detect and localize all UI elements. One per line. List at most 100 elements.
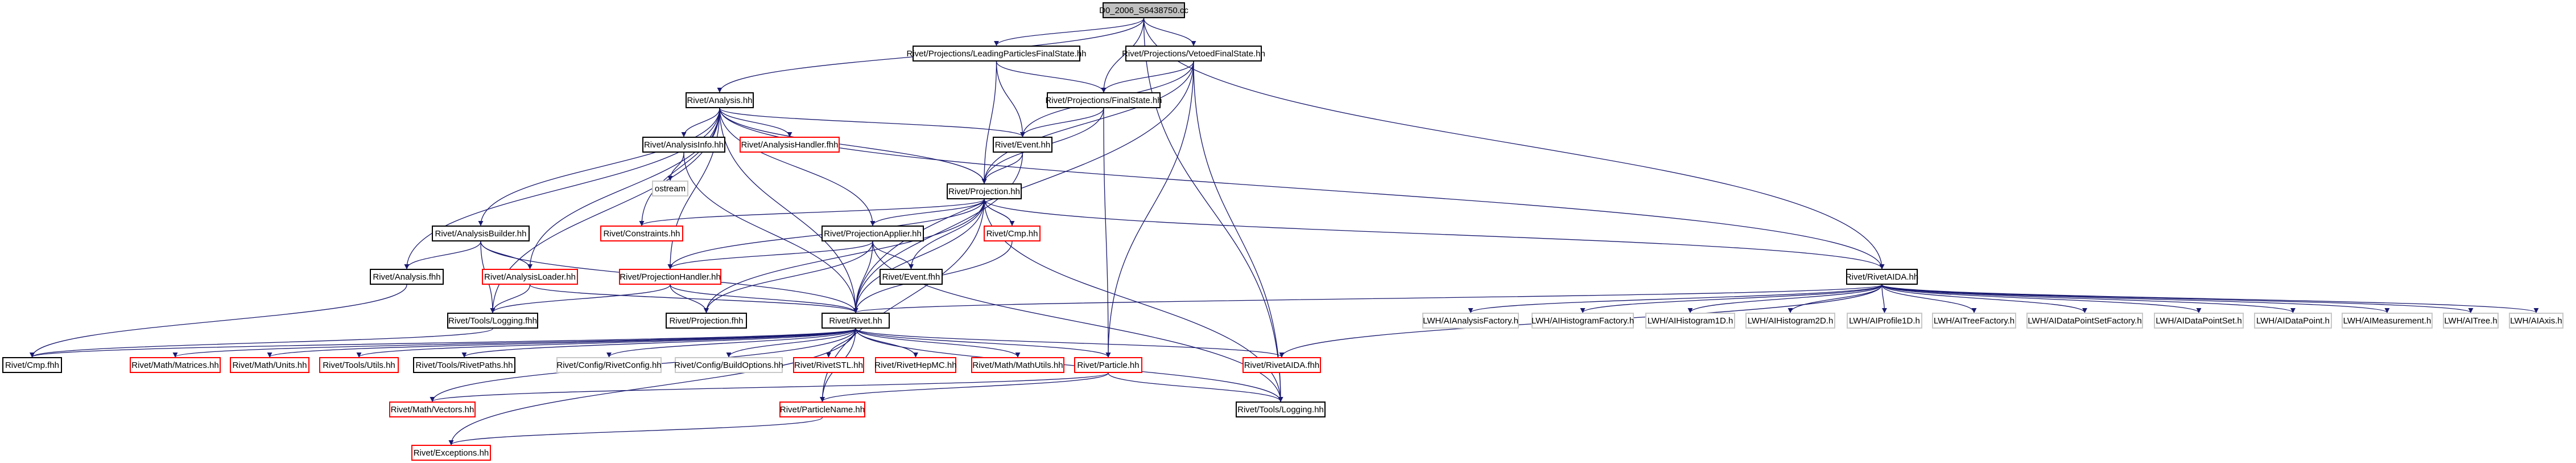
node-logging[interactable]: Rivet/Tools/Logging.hh bbox=[1236, 401, 1326, 417]
node-projfhh[interactable]: Rivet/Projection.fhh bbox=[666, 313, 747, 329]
node-lwh8: LWH/AIDataPointSet.h bbox=[2154, 313, 2244, 329]
node-lwh3: LWH/AIHistogram1D.h bbox=[1645, 313, 1735, 329]
edge-rivetaida-to-lwh3 bbox=[1687, 284, 1883, 313]
edge-vfs-to-fs bbox=[1101, 61, 1194, 93]
node-ainfo[interactable]: Rivet/AnalysisInfo.hh bbox=[642, 137, 725, 153]
edge-ainfo-to-ostream bbox=[667, 152, 684, 181]
edge-phandler-to-rivethh bbox=[670, 284, 858, 313]
edge-event-to-proj bbox=[981, 152, 1023, 184]
node-rivetpaths[interactable]: Rivet/Tools/RivetPaths.hh bbox=[413, 357, 515, 373]
edge-rivetaida-to-lwh6 bbox=[1881, 284, 1977, 313]
edge-root-to-vfs bbox=[1143, 18, 1196, 46]
node-ana[interactable]: Rivet/Analysis.hh bbox=[686, 92, 754, 108]
edge-rivethh-to-units bbox=[267, 328, 856, 358]
edge-vfs-to-logging bbox=[1193, 61, 1283, 402]
node-eventfhh[interactable]: Rivet/Event.fhh bbox=[880, 269, 943, 285]
node-lwh7: LWH/AIDataPointSetFactory.h bbox=[2026, 313, 2143, 329]
edge-logfhh-to-cmpfhh bbox=[30, 328, 493, 358]
node-papplier[interactable]: Rivet/ProjectionApplier.hh bbox=[821, 226, 924, 241]
edge-ana-to-ahandler bbox=[719, 108, 792, 137]
node-lpfs[interactable]: Rivet/Projections/LeadingParticlesFinalS… bbox=[907, 46, 1087, 62]
edge-anafhh-to-cmpfhh bbox=[30, 284, 407, 358]
edge-rivethh-to-mathutils bbox=[855, 328, 1021, 358]
edge-proj-to-rivethh bbox=[853, 199, 985, 313]
edge-abuilder-to-aloader bbox=[480, 241, 533, 269]
edge-rivethh-to-rivetaidafhh bbox=[855, 328, 1285, 358]
node-logfhh[interactable]: Rivet/Tools/Logging.fhh bbox=[447, 313, 538, 329]
edge-rivetaida-to-lwh8 bbox=[1881, 284, 2202, 313]
edge-particle-to-vectors bbox=[430, 372, 1109, 402]
edge-vfs-to-proj bbox=[981, 61, 1194, 184]
edge-rivetaida-to-lwh1 bbox=[1468, 284, 1883, 313]
edge-ana-to-papplier bbox=[719, 108, 876, 226]
node-rivetstl[interactable]: Rivet/RivetSTL.hh bbox=[793, 357, 864, 373]
node-matrices[interactable]: Rivet/Math/Matrices.hh bbox=[130, 357, 221, 373]
edge-rivethh-to-rivetconfig bbox=[606, 328, 856, 358]
node-phandler[interactable]: Rivet/ProjectionHandler.hh bbox=[619, 269, 721, 285]
node-lwh1: LWH/AIAnalysisFactory.h bbox=[1422, 313, 1519, 329]
node-hepmc[interactable]: Rivet/RivetHepMC.hh bbox=[874, 357, 957, 373]
node-mathutils[interactable]: Rivet/Math/MathUtils.hh bbox=[971, 357, 1064, 373]
edge-rivethh-to-cmpfhh bbox=[30, 328, 856, 358]
edge-cmp-to-proj bbox=[981, 199, 1013, 226]
edge-root-to-lpfs bbox=[994, 18, 1145, 46]
edge-vfs-to-rivethh bbox=[853, 61, 1194, 313]
edge-rivetaida-to-rivethh bbox=[853, 284, 1883, 313]
edge-ana-to-rivetaida bbox=[719, 108, 1885, 269]
node-constraints[interactable]: Rivet/Constraints.hh bbox=[600, 226, 683, 241]
node-ostream: ostream bbox=[652, 181, 688, 196]
node-rivethh[interactable]: Rivet/Rivet.hh bbox=[821, 313, 890, 329]
node-rivetconfig: Rivet/Config/RivetConfig.hh bbox=[556, 357, 662, 373]
edge-phandler-to-logfhh bbox=[490, 284, 671, 313]
node-pname[interactable]: Rivet/ParticleName.hh bbox=[779, 401, 865, 417]
edge-rivetaida-to-lwh12 bbox=[1881, 284, 2539, 313]
node-cmpfhh[interactable]: Rivet/Cmp.fhh bbox=[2, 357, 62, 373]
node-lwh11: LWH/AITree.h bbox=[2443, 313, 2499, 329]
edge-ana-to-proj bbox=[719, 108, 987, 184]
edge-event-to-rivethh bbox=[853, 152, 1023, 313]
edge-aloader-to-rivethh bbox=[529, 284, 858, 313]
edge-ana-to-ainfo bbox=[681, 108, 720, 137]
node-particle[interactable]: Rivet/Particle.hh bbox=[1074, 357, 1142, 373]
node-proj[interactable]: Rivet/Projection.hh bbox=[947, 183, 1022, 199]
edge-ana-to-constraints bbox=[639, 108, 720, 226]
edge-rivethh-to-exceptions bbox=[448, 328, 856, 445]
edge-rivethh-to-matrices bbox=[172, 328, 856, 358]
node-cmp[interactable]: Rivet/Cmp.hh bbox=[984, 226, 1041, 241]
edge-lpfs-to-event bbox=[996, 61, 1026, 137]
edge-fs-to-particle bbox=[1103, 108, 1111, 358]
node-units[interactable]: Rivet/Math/Units.hh bbox=[230, 357, 309, 373]
node-abuilder[interactable]: Rivet/AnalysisBuilder.hh bbox=[432, 226, 530, 241]
edge-particle-to-logging bbox=[1108, 372, 1283, 402]
edge-proj-to-papplier bbox=[870, 199, 985, 226]
edge-rivetaida-to-lwh7 bbox=[1881, 284, 2087, 313]
edge-rivetaida-to-lwh5 bbox=[1881, 284, 1888, 313]
node-fs[interactable]: Rivet/Projections/FinalState.hh bbox=[1045, 92, 1162, 108]
node-aloader[interactable]: Rivet/AnalysisLoader.hh bbox=[482, 269, 578, 285]
node-anafhh[interactable]: Rivet/Analysis.fhh bbox=[370, 269, 444, 285]
node-rivetaidafhh[interactable]: Rivet/RivetAIDA.fhh bbox=[1242, 357, 1321, 373]
node-event[interactable]: Rivet/Event.hh bbox=[993, 137, 1052, 153]
edge-rivethh-to-toolsutils bbox=[356, 328, 856, 358]
edge-root-to-logging bbox=[1143, 18, 1283, 402]
node-lwh9: LWH/AIDataPoint.h bbox=[2254, 313, 2332, 329]
node-exceptions[interactable]: Rivet/Exceptions.hh bbox=[411, 445, 491, 461]
edge-rivethh-to-logging bbox=[855, 328, 1283, 402]
node-vectors[interactable]: Rivet/Math/Vectors.hh bbox=[389, 401, 476, 417]
node-buildoptions: Rivet/Config/BuildOptions.hh bbox=[674, 357, 783, 373]
dependency-edges bbox=[30, 18, 2539, 445]
node-toolsutils[interactable]: Rivet/Tools/Utils.hh bbox=[319, 357, 399, 373]
edge-fs-to-event bbox=[1019, 108, 1104, 137]
node-rivetaida[interactable]: Rivet/RivetAIDA.hh bbox=[1846, 269, 1918, 285]
node-ahandler[interactable]: Rivet/AnalysisHandler.fhh bbox=[740, 137, 840, 153]
edge-pname-to-exceptions bbox=[448, 417, 823, 445]
node-lwh12: LWH/AIAxis.h bbox=[2509, 313, 2563, 329]
node-lwh10: LWH/AIMeasurement.h bbox=[2342, 313, 2433, 329]
node-lwh4: LWH/AIHistogram2D.h bbox=[1745, 313, 1835, 329]
edge-phandler-to-projfhh bbox=[670, 284, 709, 313]
edge-lpfs-to-proj bbox=[981, 61, 997, 184]
edge-ana-to-event bbox=[719, 108, 1025, 137]
node-vfs[interactable]: Rivet/Projections/VetoedFinalState.hh bbox=[1122, 46, 1265, 62]
edge-rivetaida-to-lwh4 bbox=[1787, 284, 1883, 313]
